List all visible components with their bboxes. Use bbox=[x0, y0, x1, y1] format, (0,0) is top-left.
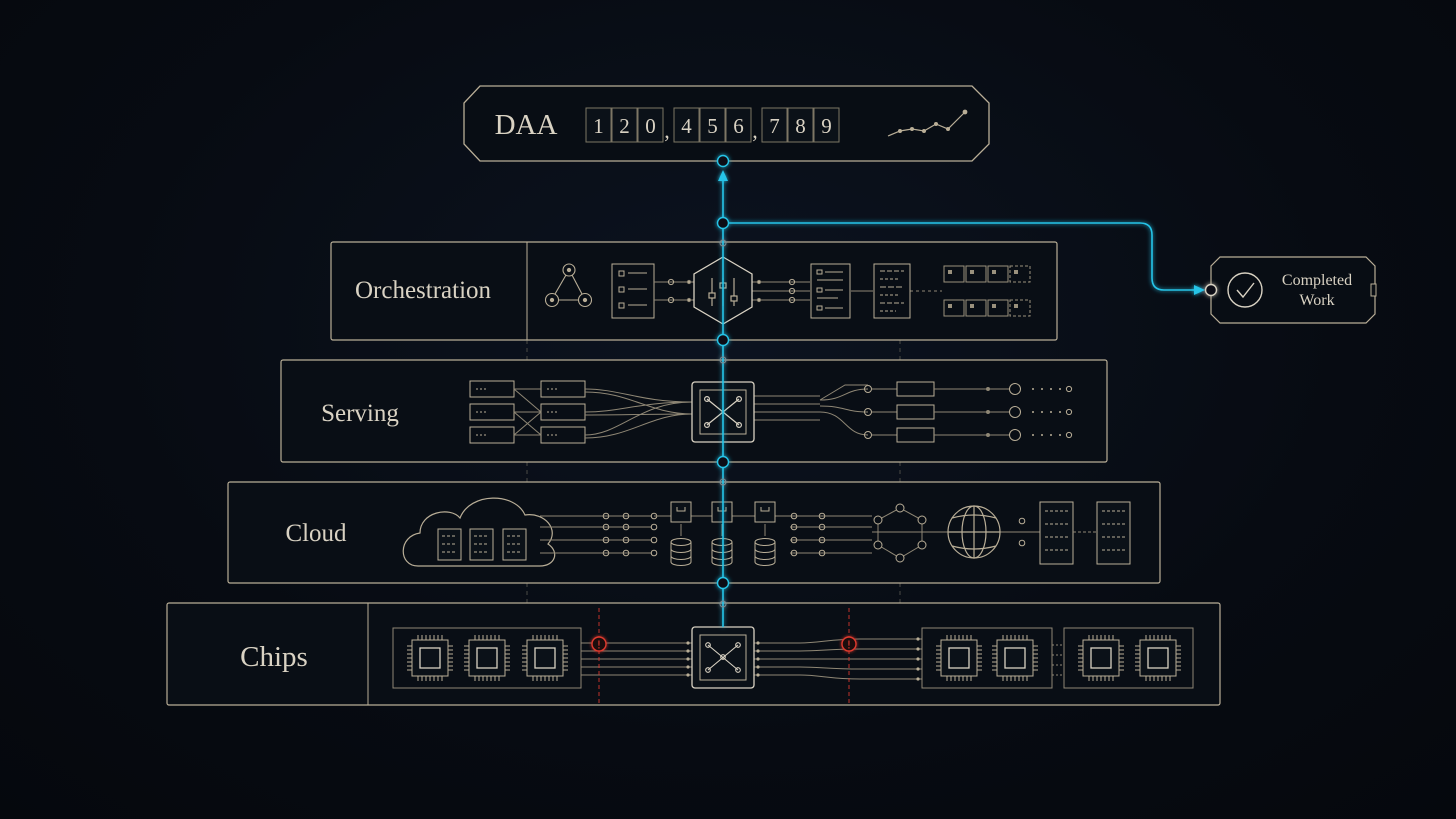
server-rack bbox=[1039, 501, 1074, 565]
counter-digit-text: 5 bbox=[707, 114, 718, 138]
interconnect-lines bbox=[581, 637, 1064, 681]
counter-digit-text: 8 bbox=[795, 114, 806, 138]
counter-digit-text: 6 bbox=[733, 114, 744, 138]
flow-node bbox=[1204, 283, 1218, 297]
chip-icon bbox=[992, 635, 1038, 681]
chip-icon bbox=[1135, 635, 1181, 681]
data-flow-spine bbox=[716, 154, 1218, 627]
counter-digit: 7 bbox=[761, 107, 788, 143]
outcome-line1: Completed bbox=[1282, 272, 1352, 289]
chip-icon bbox=[522, 635, 568, 681]
counter-digit-text: 7 bbox=[769, 114, 780, 138]
alert-symbol: ! bbox=[597, 639, 601, 652]
storage-node bbox=[670, 501, 692, 523]
counter-digit-text: 9 bbox=[821, 114, 832, 138]
globe-icon bbox=[947, 505, 1001, 559]
task-cell bbox=[943, 299, 965, 317]
task-cell bbox=[987, 299, 1009, 317]
layer-serving: Serving bbox=[280, 359, 1108, 463]
task-cell bbox=[1009, 299, 1031, 317]
database-icon bbox=[754, 538, 776, 566]
layer-label-chips: Chips bbox=[240, 641, 308, 673]
connector-lines bbox=[654, 278, 942, 304]
outcome-line2: Work bbox=[1299, 292, 1334, 309]
flow-node bbox=[716, 154, 730, 168]
counter-digit: 2 bbox=[611, 107, 638, 143]
workflow-graph-icon bbox=[544, 263, 593, 308]
database-icon bbox=[711, 538, 733, 566]
task-grid-icon bbox=[943, 265, 1031, 317]
chip-group-left bbox=[392, 627, 582, 689]
document-icon bbox=[810, 263, 851, 319]
chip-group-right bbox=[921, 627, 1194, 689]
counter-digit-text: 4 bbox=[681, 114, 692, 138]
counter-digit-text: 0 bbox=[645, 114, 656, 138]
counter-digit: 6 bbox=[725, 107, 752, 143]
layer-cloud: Cloud bbox=[227, 481, 1161, 584]
chip-icon bbox=[1078, 635, 1124, 681]
layer-label-serving: Serving bbox=[321, 400, 399, 427]
counter-digit: 8 bbox=[787, 107, 814, 143]
layer-chips: Chips ! bbox=[166, 602, 1221, 706]
interconnect-switch-icon bbox=[691, 626, 755, 689]
alert-symbol: ! bbox=[847, 639, 851, 652]
counter-digit: 5 bbox=[699, 107, 726, 143]
flow-node bbox=[716, 216, 730, 230]
guide-lines bbox=[526, 340, 901, 603]
task-cell bbox=[987, 265, 1009, 283]
counter-separator: , bbox=[752, 118, 758, 143]
task-list-icon bbox=[611, 263, 655, 319]
counter-digit-text: 2 bbox=[619, 114, 630, 138]
database-icon bbox=[670, 538, 692, 566]
counter-digit: 0 bbox=[637, 107, 664, 143]
log-document-icon bbox=[873, 263, 911, 319]
sparkline-icon bbox=[887, 109, 968, 137]
task-cell bbox=[943, 265, 965, 283]
counter-digit: 1 bbox=[585, 107, 612, 143]
flow-node bbox=[716, 576, 730, 590]
server-rack bbox=[1096, 501, 1131, 565]
layer-label-cloud: Cloud bbox=[285, 520, 347, 547]
flow-node bbox=[716, 333, 730, 347]
outcome-panel: Completed Work bbox=[1210, 256, 1377, 324]
connector-lines bbox=[513, 388, 869, 439]
alert-markers: ! ! bbox=[591, 608, 857, 703]
layer-orchestration: Orchestration bbox=[330, 241, 1058, 341]
metric-label: DAA bbox=[495, 109, 558, 141]
chip-icons bbox=[407, 635, 1181, 681]
counter-separator: , bbox=[664, 118, 670, 143]
counter-digit-text: 1 bbox=[593, 114, 604, 138]
server-rack-icons bbox=[437, 528, 527, 561]
server-rack-icons bbox=[1039, 501, 1131, 565]
flow-node bbox=[716, 455, 730, 469]
counter-digit: 4 bbox=[673, 107, 700, 143]
chip-icon bbox=[936, 635, 982, 681]
database-icons bbox=[670, 501, 776, 566]
layer-label-orchestration: Orchestration bbox=[355, 277, 492, 304]
task-cell bbox=[965, 299, 987, 317]
storage-node bbox=[711, 501, 733, 523]
chip-icon bbox=[464, 635, 510, 681]
alert-icon bbox=[591, 636, 607, 652]
alert-icon bbox=[841, 636, 857, 652]
checkmark-icon bbox=[1227, 272, 1263, 308]
storage-node bbox=[754, 501, 776, 523]
task-cell bbox=[965, 265, 987, 283]
endpoint-icons bbox=[819, 381, 1073, 443]
task-cell bbox=[1009, 265, 1031, 283]
counter-digit: 9 bbox=[813, 107, 840, 143]
chip-icon bbox=[407, 635, 453, 681]
